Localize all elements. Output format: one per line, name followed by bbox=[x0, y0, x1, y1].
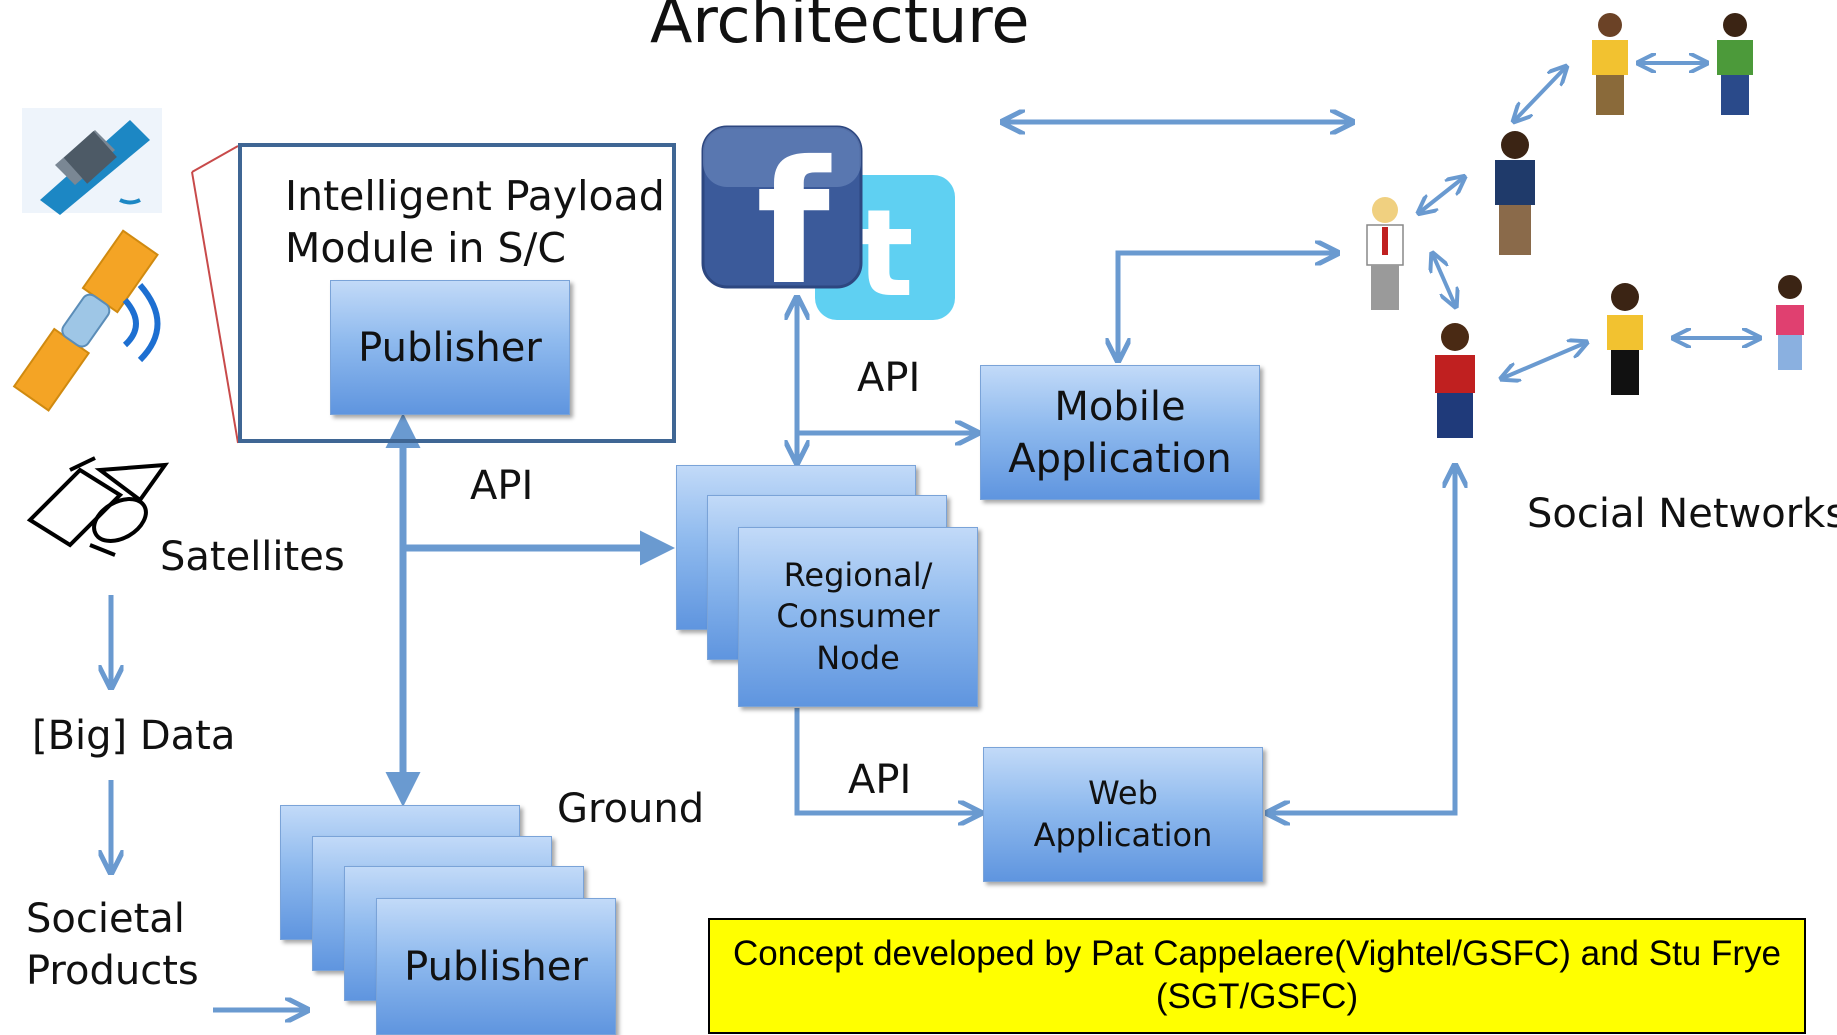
concept-credit-text: Concept developed by Pat Cappelaere(Vigh… bbox=[732, 934, 1781, 1016]
facebook-icon: f bbox=[701, 125, 863, 323]
person-icon bbox=[1435, 323, 1475, 438]
person-icon bbox=[1366, 197, 1404, 310]
zoom-line-top bbox=[191, 145, 239, 173]
satellite-icon bbox=[22, 108, 162, 215]
ground-label: Ground bbox=[557, 786, 705, 832]
payload-module-label: Intelligent Payload Module in S/C bbox=[285, 172, 665, 273]
svg-text:f: f bbox=[756, 125, 832, 323]
person-icon bbox=[1717, 13, 1753, 115]
big-data-label: [Big] Data bbox=[32, 713, 236, 759]
satellite-line-icon bbox=[26, 456, 170, 557]
satellite-solar-icon bbox=[12, 229, 161, 412]
social-link-5 bbox=[1503, 343, 1585, 378]
societal-products-label: Societal Products bbox=[26, 896, 199, 994]
concept-credit-box: Concept developed by Pat Cappelaere(Vigh… bbox=[708, 918, 1806, 1034]
web-social-arrow bbox=[1270, 468, 1455, 813]
zoom-line-bottom bbox=[191, 171, 239, 444]
publisher-spacecraft-box[interactable]: Publisher bbox=[330, 280, 570, 415]
satellites-label: Satellites bbox=[160, 534, 345, 580]
social-link-4 bbox=[1433, 255, 1455, 305]
mobile-application-box[interactable]: Mobile Application bbox=[980, 365, 1260, 500]
person-icon bbox=[1607, 283, 1643, 395]
person-icon bbox=[1495, 131, 1535, 255]
svg-text:t: t bbox=[856, 185, 913, 324]
social-networks-label: Social Networks bbox=[1527, 491, 1837, 537]
mobile-social-arrow bbox=[1118, 253, 1335, 358]
person-icon bbox=[1592, 13, 1628, 115]
page-title: Architecture bbox=[650, 0, 1030, 57]
social-network-people bbox=[1366, 13, 1804, 438]
person-icon bbox=[1776, 275, 1804, 370]
api-label-social: API bbox=[857, 355, 921, 401]
payload-module-frame bbox=[238, 143, 676, 443]
social-link-3 bbox=[1420, 178, 1463, 212]
ground-publisher-box[interactable]: Publisher bbox=[376, 898, 616, 1035]
social-link-1 bbox=[1515, 68, 1565, 120]
web-application-box[interactable]: Web Application bbox=[983, 747, 1263, 882]
regional-node-box[interactable]: Regional/ Consumer Node bbox=[738, 527, 978, 707]
api-label-web: API bbox=[848, 757, 912, 803]
node-to-web-arrow bbox=[794, 708, 978, 813]
api-label-publisher: API bbox=[470, 463, 534, 509]
